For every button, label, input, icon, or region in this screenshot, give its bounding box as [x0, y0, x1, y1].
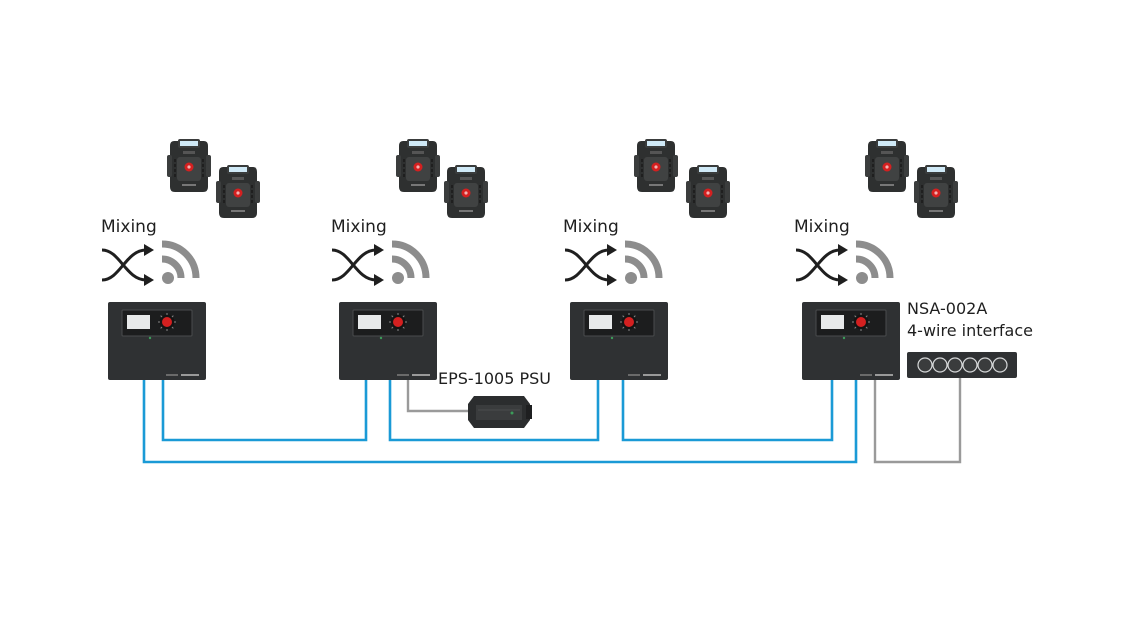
- bus-cable-outer: [142, 378, 858, 464]
- psu-device: [468, 396, 532, 428]
- bus-cable-link-1-2: [161, 378, 368, 442]
- beltpack-4a: [865, 139, 909, 192]
- bus-cable-link-3-4: [621, 378, 834, 442]
- interface-type-label: 4-wire interface: [907, 321, 1033, 340]
- mixing-label-1: Mixing: [101, 217, 157, 237]
- cables: [142, 378, 962, 464]
- psu-power-cable: [406, 378, 470, 413]
- beltpack-1a: [167, 139, 211, 192]
- interface-cable: [873, 378, 962, 464]
- base-station-1: [108, 302, 206, 380]
- wifi-icon-2: [391, 240, 430, 284]
- base-station-3: [570, 302, 668, 380]
- interface-model-label: NSA-002A: [907, 299, 988, 318]
- wifi-icon-1: [161, 240, 200, 284]
- bus-cable-link-2-3: [388, 378, 600, 442]
- mixing-icon-3: [564, 244, 617, 286]
- beltpack-1b: [216, 165, 260, 218]
- beltpack-2a: [396, 139, 440, 192]
- mixing-icon-4: [795, 244, 848, 286]
- mixing-label-4: Mixing: [794, 217, 850, 237]
- beltpack-3a: [634, 139, 678, 192]
- mixing-label-3: Mixing: [563, 217, 619, 237]
- wifi-icon-3: [624, 240, 663, 284]
- beltpack-2b: [444, 165, 488, 218]
- mixing-icon-2: [331, 244, 384, 286]
- base-station-4: [802, 302, 900, 380]
- mixing-icon-1: [101, 244, 154, 286]
- base-station-2: [339, 302, 437, 380]
- wifi-icon-4: [855, 240, 894, 284]
- interface-device: [907, 352, 1017, 378]
- psu-label: EPS-1005 PSU: [438, 369, 552, 388]
- beltpack-4b: [914, 165, 958, 218]
- beltpack-3b: [686, 165, 730, 218]
- mixing-label-2: Mixing: [331, 217, 387, 237]
